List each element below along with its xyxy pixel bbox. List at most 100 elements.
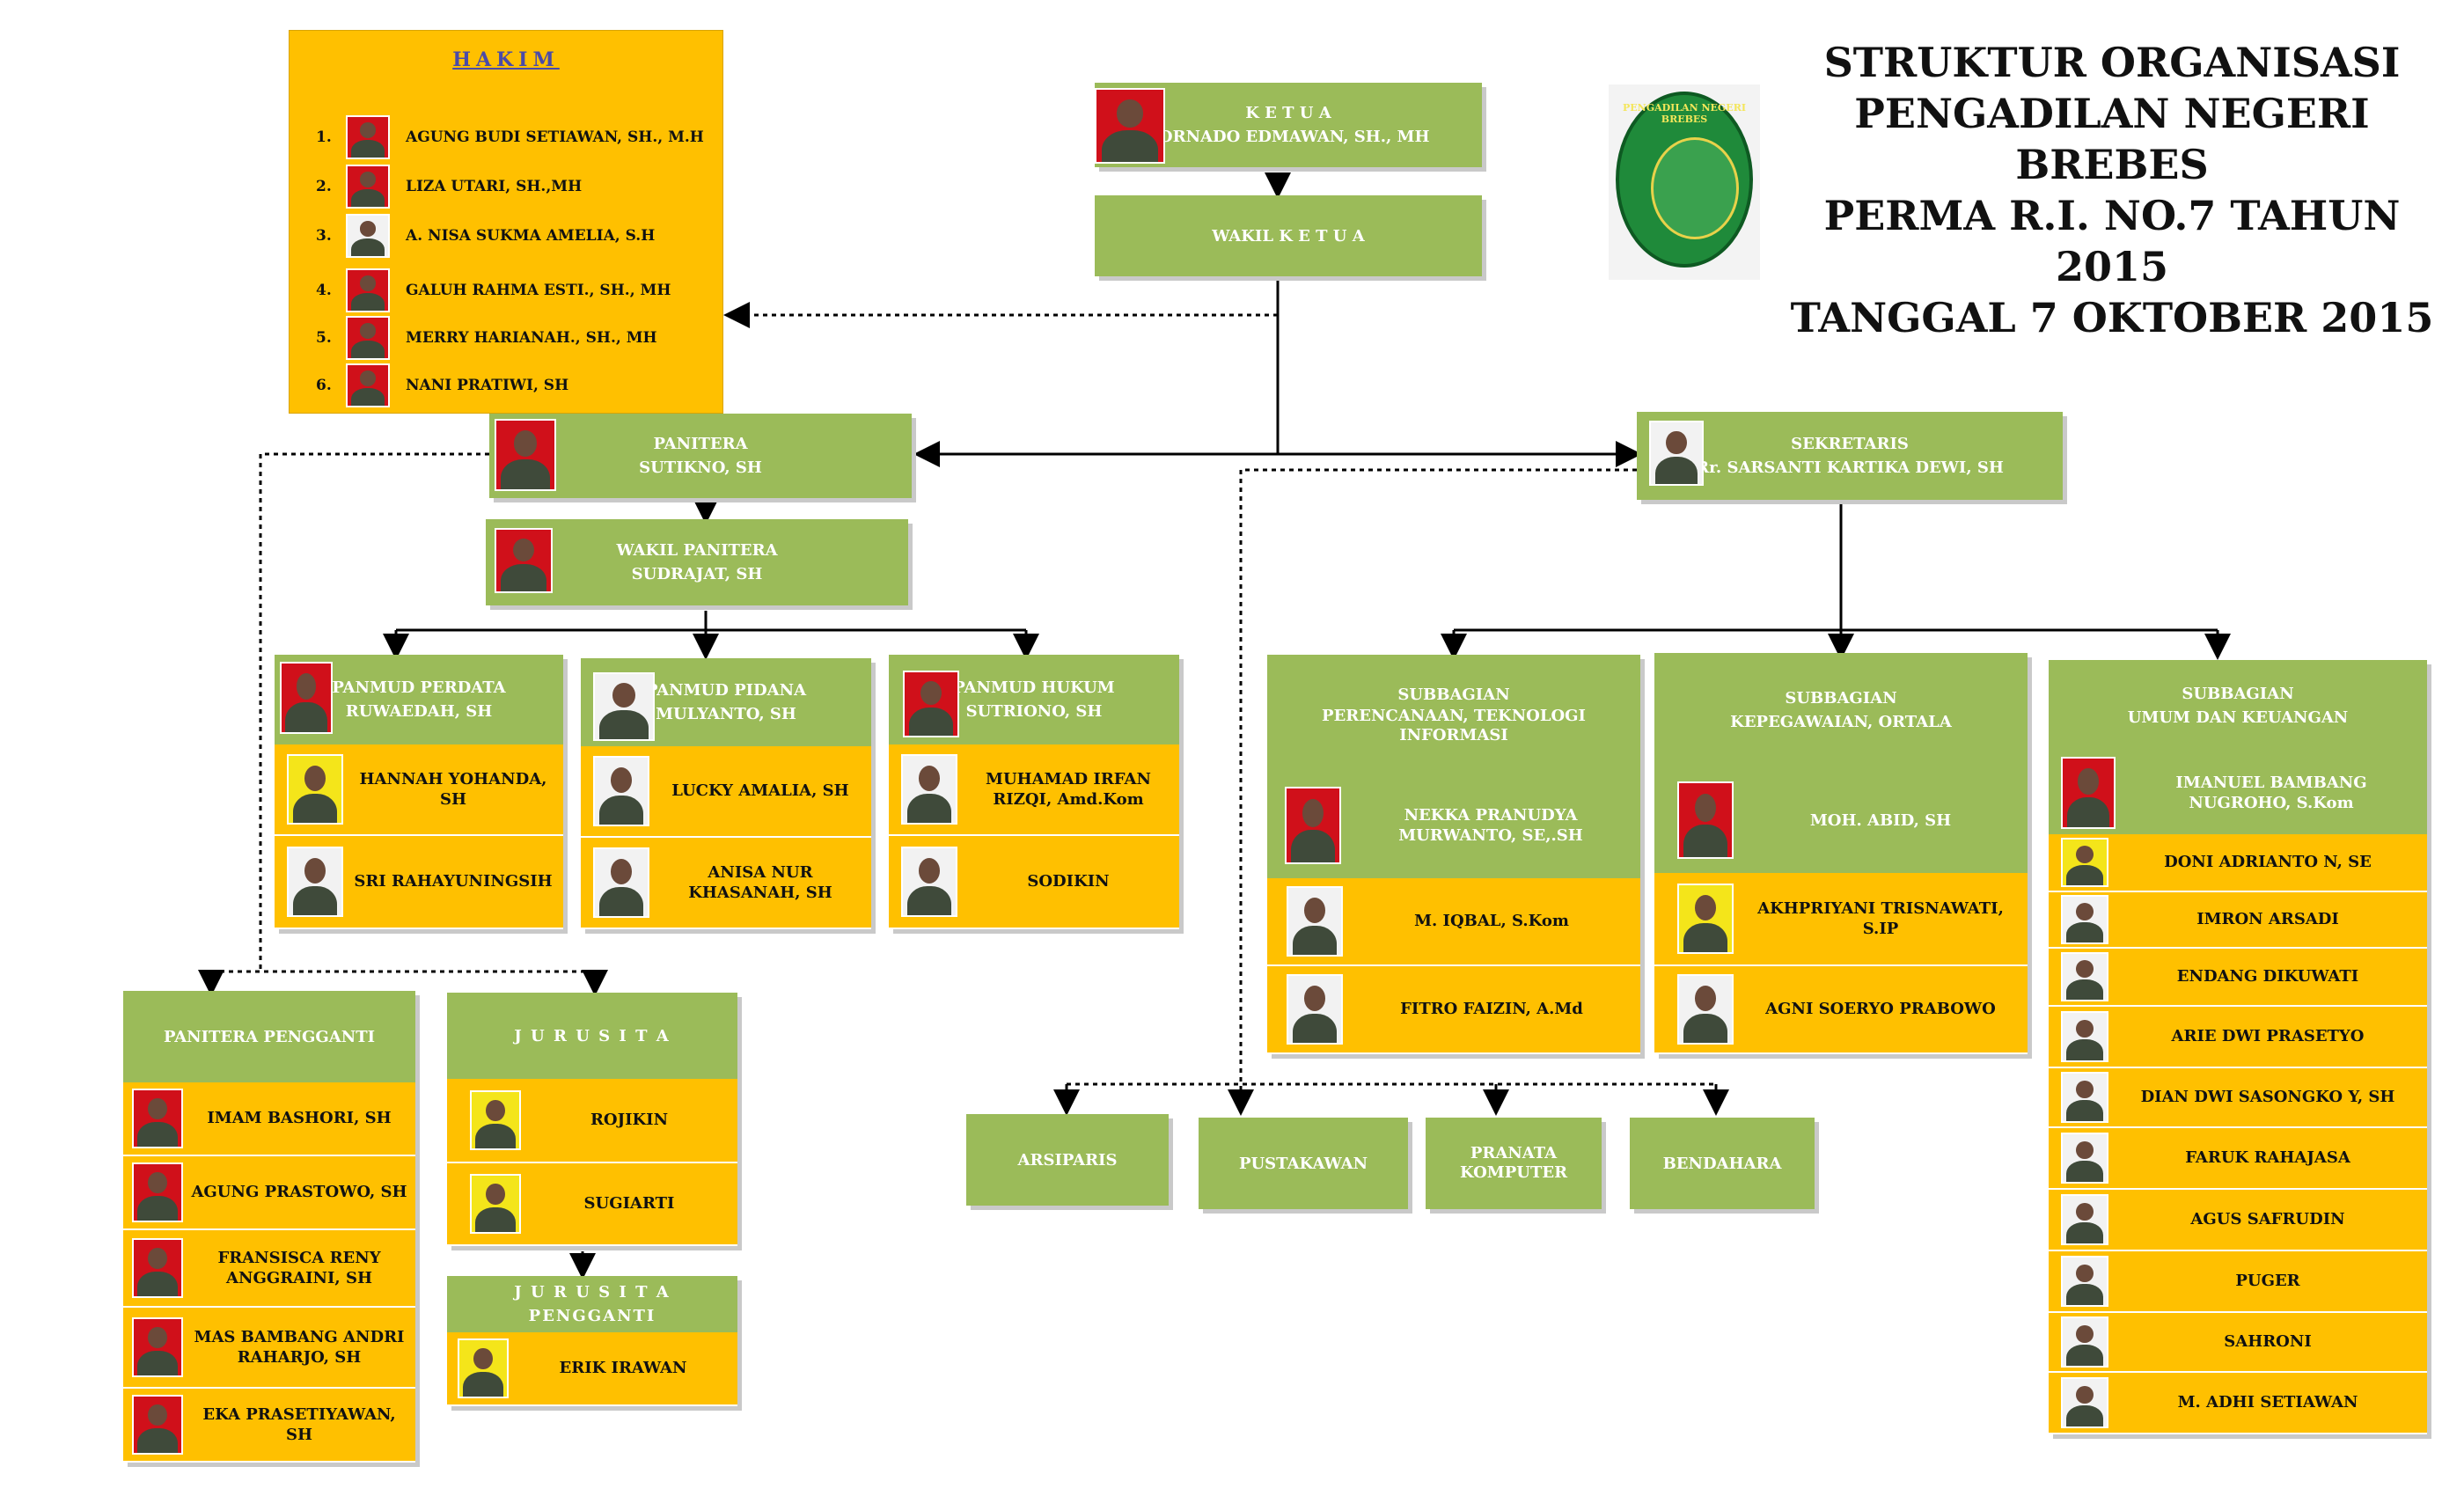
fungsional-label: ARSIPARIS [1017,1150,1118,1170]
panitera-pengganti-header: PANITERA PENGGANTI [123,991,415,1082]
staff-row: ERIK IRAWAN [447,1332,737,1406]
staff-row: DIAN DWI SASONGKO Y, SH [2049,1068,2427,1128]
staff-row: DONI ADRIANTO N, SE [2049,834,2427,892]
subbagian-kepegawaian-column: SUBBAGIAN KEPEGAWAIAN, ORTALA MOH. ABID,… [1654,653,2028,1054]
subbagian-head-row: IMANUEL BAMBANG NUGROHO, S.Kom [2049,752,2427,834]
portrait-photo [1677,884,1734,954]
panmud-pidana-role: PANMUD PIDANA [645,681,807,700]
subbagian-umum-header: SUBBAGIAN UMUM DAN KEUANGAN [2049,660,2427,752]
hakim-box: HAKIM 1. AGUNG BUDI SETIAWAN, SH., M.H 2… [289,30,723,414]
portrait-photo [1677,781,1734,859]
staff-row: FITRO FAIZIN, A.Md [1267,966,1640,1054]
portrait-photo [280,662,333,734]
staff-row: M. IQBAL, S.Kom [1267,878,1640,966]
portrait-photo [2061,1256,2108,1307]
portrait-photo [346,268,390,312]
portrait-photo [346,363,390,407]
subbagian-head-row: MOH. ABID, SH [1654,767,2028,873]
subbagian-head-name: NEKKA PRANUDYA MURWANTO, SE,.SH [1398,805,1583,845]
subbagian-kepegawaian-header: SUBBAGIAN KEPEGAWAIAN, ORTALA [1654,653,2028,767]
logo-inner-icon [1651,137,1739,239]
wakil-panitera-box: WAKIL PANITERA SUDRAJAT, SH [486,519,908,605]
portrait-photo [2061,1072,2108,1123]
hakim-number: 1. [316,128,332,146]
subbagian-head-row: NEKKA PRANUDYA MURWANTO, SE,.SH [1267,773,1640,878]
panmud-pidana-name: MULYANTO, SH [656,705,796,723]
panitera-box: PANITERA SUTIKNO, SH [489,414,912,498]
panitera-role: PANITERA [653,435,748,453]
hakim-member: 4. GALUH RAHMA ESTI., SH., MH [316,268,671,312]
subbagian-role: SUBBAGIAN [1785,689,1897,708]
staff-name: ARIE DWI PRASETYO [2171,1027,2365,1046]
jurusita-column: J U R U S I T A ROJIKIN SUGIARTI [447,993,737,1246]
staff-name: FARUK RAHAJASA [2185,1148,2350,1168]
page-title: STRUKTUR ORGANISASI PENGADILAN NEGERI BR… [1778,37,2446,343]
wakil-ketua-box: WAKIL K E T U A [1095,195,1482,276]
portrait-photo [470,1174,521,1234]
staff-row: PUGER [2049,1251,2427,1313]
staff-name: HANNAH YOHANDA, SH [359,769,547,809]
hakim-title: HAKIM [452,48,560,71]
panmud-perdata-column: PANMUD PERDATA RUWAEDAH, SH HANNAH YOHAN… [275,655,563,929]
staff-name: ANISA NUR KHASANAH, SH [688,862,832,902]
jurusita-role: J U R U S I T A [514,1026,671,1045]
staff-row: MAS BAMBANG ANDRI RAHARJO, SH [123,1308,415,1389]
subbagian-head-name: IMANUEL BAMBANG NUGROHO, S.Kom [2175,773,2367,812]
portrait-photo [132,1162,183,1222]
staff-name: AGNI SOERYO PRABOWO [1765,1000,1996,1019]
staff-name: FITRO FAIZIN, A.Md [1400,1000,1583,1019]
panmud-perdata-header: PANMUD PERDATA RUWAEDAH, SH [275,655,563,744]
staff-name: IMRON ARSADI [2196,910,2339,929]
subbagian-perencanaan-column: SUBBAGIAN PERENCANAAN, TEKNOLOGI INFORMA… [1267,655,1640,1054]
staff-row: AKHPRIYANI TRISNAWATI, S.IP [1654,873,2028,966]
portrait-photo [495,419,556,491]
staff-name: ROJIKIN [590,1111,669,1130]
ketua-box: K E T U A TORNADO EDMAWAN, SH., MH [1095,83,1482,167]
portrait-photo [458,1338,509,1398]
subbagian-head-name: MOH. ABID, SH [1809,810,1952,830]
staff-row: M. ADHI SETIAWAN [2049,1373,2427,1434]
jurusita-pengganti-column: J U R U S I T A PENGGANTI ERIK IRAWAN [447,1276,737,1406]
hakim-name: LIZA UTARI, SH.,MH [406,178,583,195]
court-logo: PENGADILAN NEGERI BREBES [1609,84,1760,280]
portrait-photo [2061,1316,2108,1368]
portrait-photo [2061,895,2108,944]
hakim-member: 2. LIZA UTARI, SH.,MH [316,165,582,209]
panmud-pidana-header: PANMUD PIDANA MULYANTO, SH [581,658,871,746]
portrait-photo [346,115,390,159]
subbagian-umum-column: SUBBAGIAN UMUM DAN KEUANGAN IMANUEL BAMB… [2049,660,2427,1434]
staff-row: AGUS SAFRUDIN [2049,1190,2427,1251]
panmud-perdata-role: PANMUD PERDATA [332,678,506,697]
pranata-komputer-box: PRANATA KOMPUTER [1426,1118,1602,1209]
portrait-photo [1095,88,1165,164]
fungsional-label: BENDAHARA [1662,1154,1782,1173]
sekretaris-name: Rr. SARSANTI KARTIKA DEWI, SH [1696,458,2004,477]
arsiparis-box: ARSIPARIS [966,1114,1169,1206]
hakim-member: 6. NANI PRATIWI, SH [316,363,568,407]
staff-name: ERIK IRAWAN [559,1359,687,1378]
jurusita-pengganti-header: J U R U S I T A PENGGANTI [447,1276,737,1332]
portrait-photo [903,671,959,737]
portrait-photo [2061,1194,2108,1245]
jurusita-pengganti-role: J U R U S I T A PENGGANTI [514,1283,671,1325]
portrait-photo [2061,838,2108,887]
title-line-4: TANGGAL 7 OKTOBER 2015 [1790,294,2434,341]
staff-name: IMAM BASHORI, SH [207,1109,392,1128]
hakim-name: AGUNG BUDI SETIAWAN, SH., M.H [406,128,704,146]
portrait-photo [287,847,343,917]
panitera-pengganti-column: PANITERA PENGGANTI IMAM BASHORI, SH AGUN… [123,991,415,1463]
portrait-photo [1677,974,1734,1045]
staff-name: AGUS SAFRUDIN [2190,1210,2345,1229]
staff-name: M. ADHI SETIAWAN [2177,1393,2358,1412]
staff-row: LUCKY AMALIA, SH [581,746,871,838]
portrait-photo [132,1089,183,1148]
staff-row: EKA PRASETIYAWAN, SH [123,1389,415,1463]
panmud-perdata-name: RUWAEDAH, SH [345,702,493,721]
portrait-photo [346,214,390,258]
staff-name: SAHRONI [2224,1332,2312,1352]
portrait-photo [132,1395,183,1455]
sekretaris-role: SEKRETARIS [1791,435,1909,453]
hakim-number: 6. [316,377,332,394]
portrait-photo [593,847,649,918]
